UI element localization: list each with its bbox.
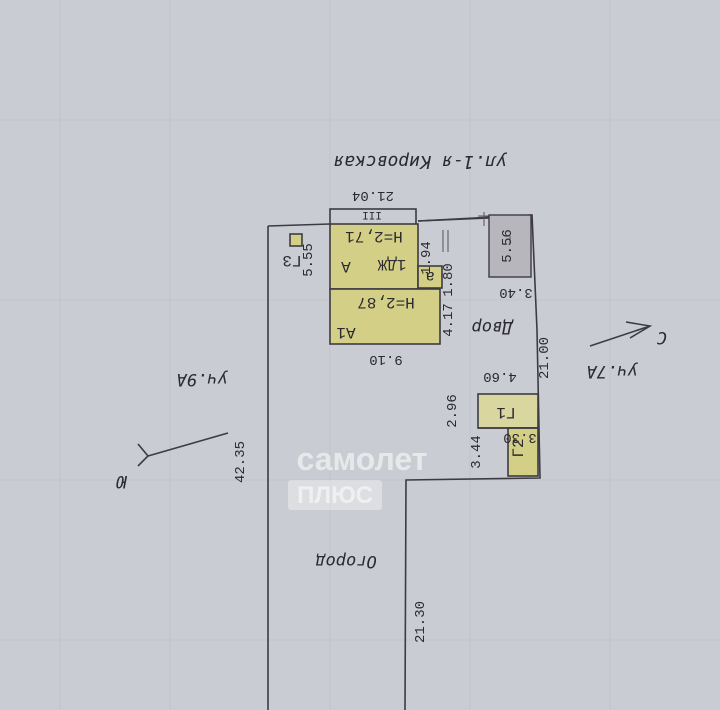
annex-a1 [329,288,441,345]
annex-height: Н=2,87 [357,293,415,311]
dim-garden-side: 21.30 [413,601,429,643]
dim-right-side: 21.00 [537,337,553,379]
dim-g-side: 2.96 [445,394,461,428]
watermark-badge [288,480,382,510]
dim-main-depth: 5.55 [301,243,317,277]
dim-d3: 4.17 [441,303,457,337]
shed-rect [488,214,532,278]
dim-left-side: 42.35 [233,441,249,483]
yard-label: Двор [472,317,515,337]
main-letter: А [341,257,351,275]
annex-a [417,265,443,289]
dim-g-bottom: 3.44 [469,435,485,469]
south-arrow-line [147,432,229,457]
south-arrow-tick [137,443,150,467]
garden-label: Огород [315,551,376,571]
g1-label: Г1 [496,403,515,421]
annex-a1-label: А1 [336,323,355,341]
north-arrow-head [625,321,653,339]
dim-g-mid: 3.30 [503,429,537,445]
dim-top: 21.04 [352,187,394,203]
compass-south: Ю [115,471,127,491]
dim-bld-bottom: 9.10 [369,351,403,367]
g3-label: Г3 [282,251,301,269]
main-height: Н=2,71 [345,227,403,245]
dim-yard-width: 3.40 [499,284,533,300]
porch-label: III [362,208,382,220]
main-label: 1ДЖ [377,255,406,273]
annex-a-label: а [425,267,435,285]
outbuilding-g1 [477,393,539,429]
dim-d1: 1.94 [419,241,435,275]
dim-g-top: 4.60 [483,368,517,384]
north-arrow-line [589,325,651,347]
watermark-line2: ПЛЮС [297,482,373,509]
watermark-line1: самолет [297,441,428,477]
main-house [329,223,419,290]
outbuilding-g2 [507,427,539,477]
dim-d2: 1.80 [441,263,457,297]
lot-fence-top [417,217,490,222]
neighbor-east: уч.7А [586,361,638,381]
compass-north: С [656,327,667,347]
dim-shed: 5.56 [500,229,516,263]
outbuilding-g3 [289,233,303,247]
neighbor-west: уч.9А [176,369,228,389]
g2-label: Г2 [510,438,528,457]
street-label: ул.1-я Кировская [333,151,507,172]
